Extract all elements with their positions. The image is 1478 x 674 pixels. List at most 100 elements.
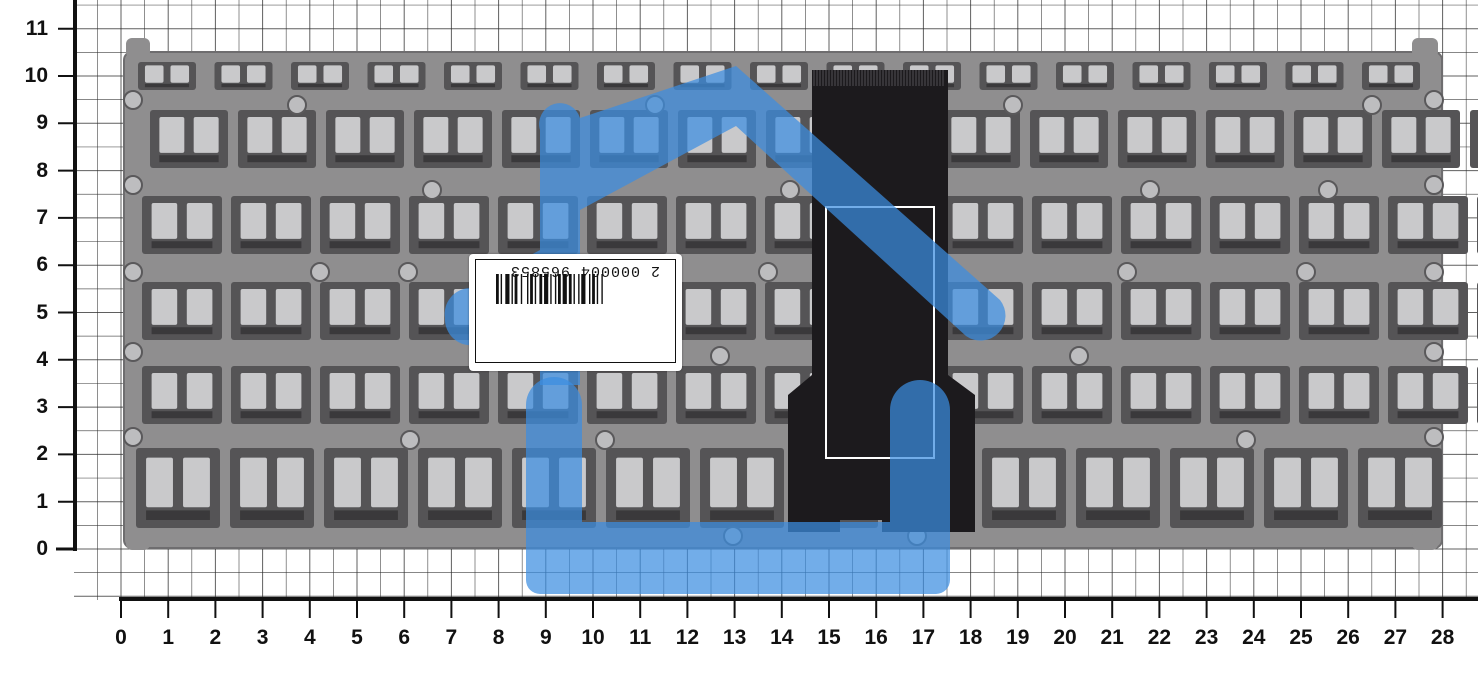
- key-mount: [136, 448, 220, 528]
- key-clip: [1368, 457, 1395, 508]
- x-tick-label: 6: [398, 626, 411, 649]
- key-slot: [596, 411, 658, 419]
- key-mount: [231, 366, 311, 424]
- mount-hole: [710, 346, 730, 366]
- key-clip: [1254, 372, 1281, 409]
- key-clip: [453, 372, 480, 409]
- key-slot: [151, 327, 213, 335]
- key-slot: [1215, 155, 1275, 163]
- key-clip: [1308, 202, 1335, 239]
- key-clip: [596, 202, 623, 239]
- key-mount: [238, 110, 316, 168]
- key-clip: [1165, 288, 1192, 325]
- key-clip: [275, 372, 302, 409]
- key-mount: [1388, 196, 1468, 254]
- y-tick-label: 6: [36, 253, 48, 277]
- key-clip: [653, 457, 680, 508]
- barcode-bar: [581, 274, 586, 304]
- mount-hole: [310, 262, 330, 282]
- key-clip: [987, 202, 1014, 239]
- y-tick-label: 3: [36, 395, 48, 419]
- mount-hole: [1236, 430, 1256, 450]
- key-slot: [1130, 327, 1192, 335]
- key-clip: [374, 65, 394, 83]
- key-mount: [587, 366, 667, 424]
- key-slot: [685, 241, 747, 249]
- key-clip: [1343, 372, 1370, 409]
- plate-corner-tab: [126, 530, 150, 550]
- key-mount: [597, 62, 655, 90]
- mount-hole: [398, 262, 418, 282]
- key-clip: [756, 65, 776, 83]
- x-tick-label: 17: [911, 626, 936, 649]
- key-clip: [1041, 372, 1068, 409]
- key-clip: [1254, 288, 1281, 325]
- key-slot: [986, 83, 1031, 88]
- key-slot: [710, 510, 774, 520]
- key-mount: [943, 196, 1023, 254]
- key-mount: [979, 62, 1038, 90]
- barcode-bar: [544, 274, 549, 304]
- key-clip: [1308, 372, 1335, 409]
- key-slot: [146, 510, 210, 520]
- key-clip: [1241, 65, 1261, 83]
- key-slot: [144, 83, 190, 88]
- key-slot: [1219, 411, 1281, 419]
- key-clip: [1311, 457, 1338, 508]
- key-clip: [992, 457, 1019, 508]
- key-mount: [676, 282, 756, 340]
- key-clip: [685, 288, 712, 325]
- key-clip: [329, 372, 356, 409]
- key-clip: [1397, 288, 1424, 325]
- x-tick-label: 23: [1194, 626, 1219, 649]
- y-tick-label: 8: [36, 158, 48, 182]
- key-slot: [418, 411, 480, 419]
- key-mount: [1299, 282, 1379, 340]
- key-clip: [465, 457, 492, 508]
- key-clip: [1215, 116, 1241, 153]
- key-mount: [1470, 110, 1478, 168]
- x-tick-label: 20: [1053, 626, 1077, 649]
- key-clip: [364, 202, 391, 239]
- barcode-bar: [511, 274, 513, 304]
- key-clip: [335, 116, 361, 153]
- key-mount: [409, 196, 489, 254]
- key-mount: [320, 196, 400, 254]
- key-mount: [414, 110, 492, 168]
- key-slot: [1391, 155, 1451, 163]
- key-slot: [1219, 327, 1281, 335]
- key-clip: [986, 65, 1006, 83]
- key-mount: [1032, 366, 1112, 424]
- key-mount: [326, 110, 404, 168]
- key-clip: [720, 288, 747, 325]
- key-slot: [596, 241, 658, 249]
- key-clip: [240, 457, 267, 508]
- key-mount: [520, 62, 579, 90]
- key-mount: [1076, 448, 1160, 528]
- key-clip: [186, 372, 213, 409]
- x-tick-label: 8: [492, 626, 505, 649]
- mount-hole: [400, 430, 420, 450]
- key-slot: [1308, 411, 1370, 419]
- key-slot: [1180, 510, 1244, 520]
- key-clip: [170, 65, 190, 83]
- x-tick-label: 26: [1336, 626, 1360, 649]
- key-clip: [323, 65, 343, 83]
- key-slot: [329, 411, 391, 419]
- key-mount: [1032, 282, 1112, 340]
- x-tick-label: 22: [1147, 626, 1172, 649]
- key-mount: [1388, 282, 1468, 340]
- mount-hole: [595, 430, 615, 450]
- key-slot: [685, 411, 747, 419]
- key-clip: [186, 288, 213, 325]
- key-clip: [418, 202, 445, 239]
- key-clip: [1254, 202, 1281, 239]
- key-clip: [453, 202, 480, 239]
- key-mount: [1206, 110, 1284, 168]
- key-slot: [1368, 83, 1414, 88]
- x-tick-label: 18: [958, 626, 983, 649]
- key-mount: [1032, 196, 1112, 254]
- key-clip: [159, 116, 185, 153]
- key-clip: [987, 372, 1014, 409]
